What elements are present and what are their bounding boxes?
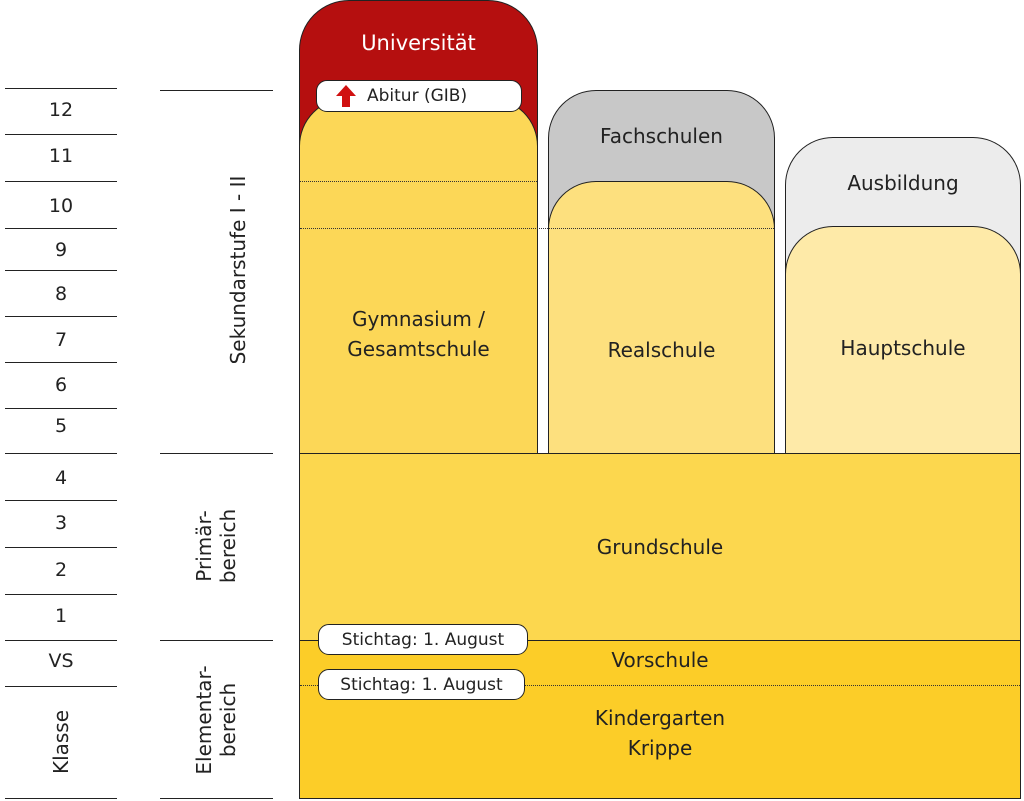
grade-divider <box>5 547 117 548</box>
grade-divider <box>5 134 117 135</box>
grade-divider <box>5 408 117 409</box>
abitur-badge: Abitur (GIB) <box>316 80 522 112</box>
grade-label: 7 <box>54 329 68 351</box>
kindergarten-label-line: Krippe <box>627 736 693 760</box>
hauptschule-label: Hauptschule <box>840 336 966 360</box>
stage-label-line: Primär- <box>192 510 216 582</box>
grade-label: VS <box>48 650 74 672</box>
gymnasium-label-line: Gesamtschule <box>347 337 490 361</box>
grade-label: 4 <box>54 467 68 489</box>
grade-label: 2 <box>54 559 68 581</box>
ausbildung-label: Ausbildung <box>847 171 959 195</box>
stage-label-line: bereich <box>216 682 240 758</box>
grade-divider <box>5 453 117 454</box>
stage-label-primary: Primär- bereich <box>192 509 240 583</box>
grade-divider <box>5 500 117 501</box>
realschule-label: Realschule <box>607 337 716 362</box>
grade-label: 1 <box>54 605 68 627</box>
arrow-up-icon <box>336 85 356 107</box>
grade-label: 12 <box>48 99 74 121</box>
grade-label: 6 <box>54 374 68 396</box>
cutoff-badge: Stichtag: 1. August <box>318 669 525 700</box>
grade-divider <box>5 88 117 89</box>
stage-label-line: Elementar- <box>192 665 216 775</box>
stage-divider <box>160 90 273 91</box>
fachschulen-label: Fachschulen <box>600 124 723 148</box>
grade-label: 5 <box>54 415 68 437</box>
stage-divider <box>160 798 273 799</box>
grade-divider <box>5 228 117 229</box>
grade-divider <box>5 270 117 271</box>
hauptschule-block: Hauptschule <box>785 226 1021 454</box>
stage-label-secondary: Sekundarstufe I - II <box>226 175 250 365</box>
gymnasium-label: Gymnasium / Gesamtschule <box>347 304 489 364</box>
grade-label: 8 <box>54 283 68 305</box>
kindergarten-label-line: Kindergarten <box>594 706 726 730</box>
vorschule-label: Vorschule <box>611 648 709 672</box>
dotted-divider <box>300 685 1020 686</box>
grade-divider <box>5 181 117 182</box>
grade-column-label: Klasse <box>49 709 73 775</box>
grundschule-label: Grundschule <box>596 535 724 559</box>
stage-label-elementary: Elementar- bereich <box>192 665 240 774</box>
kindergarten-label: Kindergarten Krippe <box>299 703 1021 763</box>
stage-divider <box>160 453 273 454</box>
elementary-block <box>299 640 1021 799</box>
dotted-divider <box>300 181 537 182</box>
gymnasium-block: Gymnasium / Gesamtschule <box>299 98 538 454</box>
dotted-divider <box>300 228 774 229</box>
grade-divider <box>5 594 117 595</box>
grade-divider <box>5 640 117 641</box>
gymnasium-label-line: Gymnasium / <box>352 307 485 331</box>
cutoff-badge: Stichtag: 1. August <box>318 624 528 655</box>
grundschule-block: Grundschule <box>299 453 1021 641</box>
grade-label: 3 <box>54 512 68 534</box>
stage-label-line: bereich <box>216 508 240 584</box>
grade-divider <box>5 798 117 799</box>
grade-divider <box>5 316 117 317</box>
grade-label: 9 <box>54 239 68 261</box>
university-label: Universität <box>361 31 476 55</box>
stage-divider <box>160 640 273 641</box>
grade-label: 10 <box>48 195 74 217</box>
grade-divider <box>5 686 117 687</box>
grade-label: 11 <box>48 145 74 167</box>
realschule-block: Realschule <box>548 181 775 454</box>
abitur-label: Abitur (GIB) <box>367 86 468 106</box>
grade-divider <box>5 362 117 363</box>
